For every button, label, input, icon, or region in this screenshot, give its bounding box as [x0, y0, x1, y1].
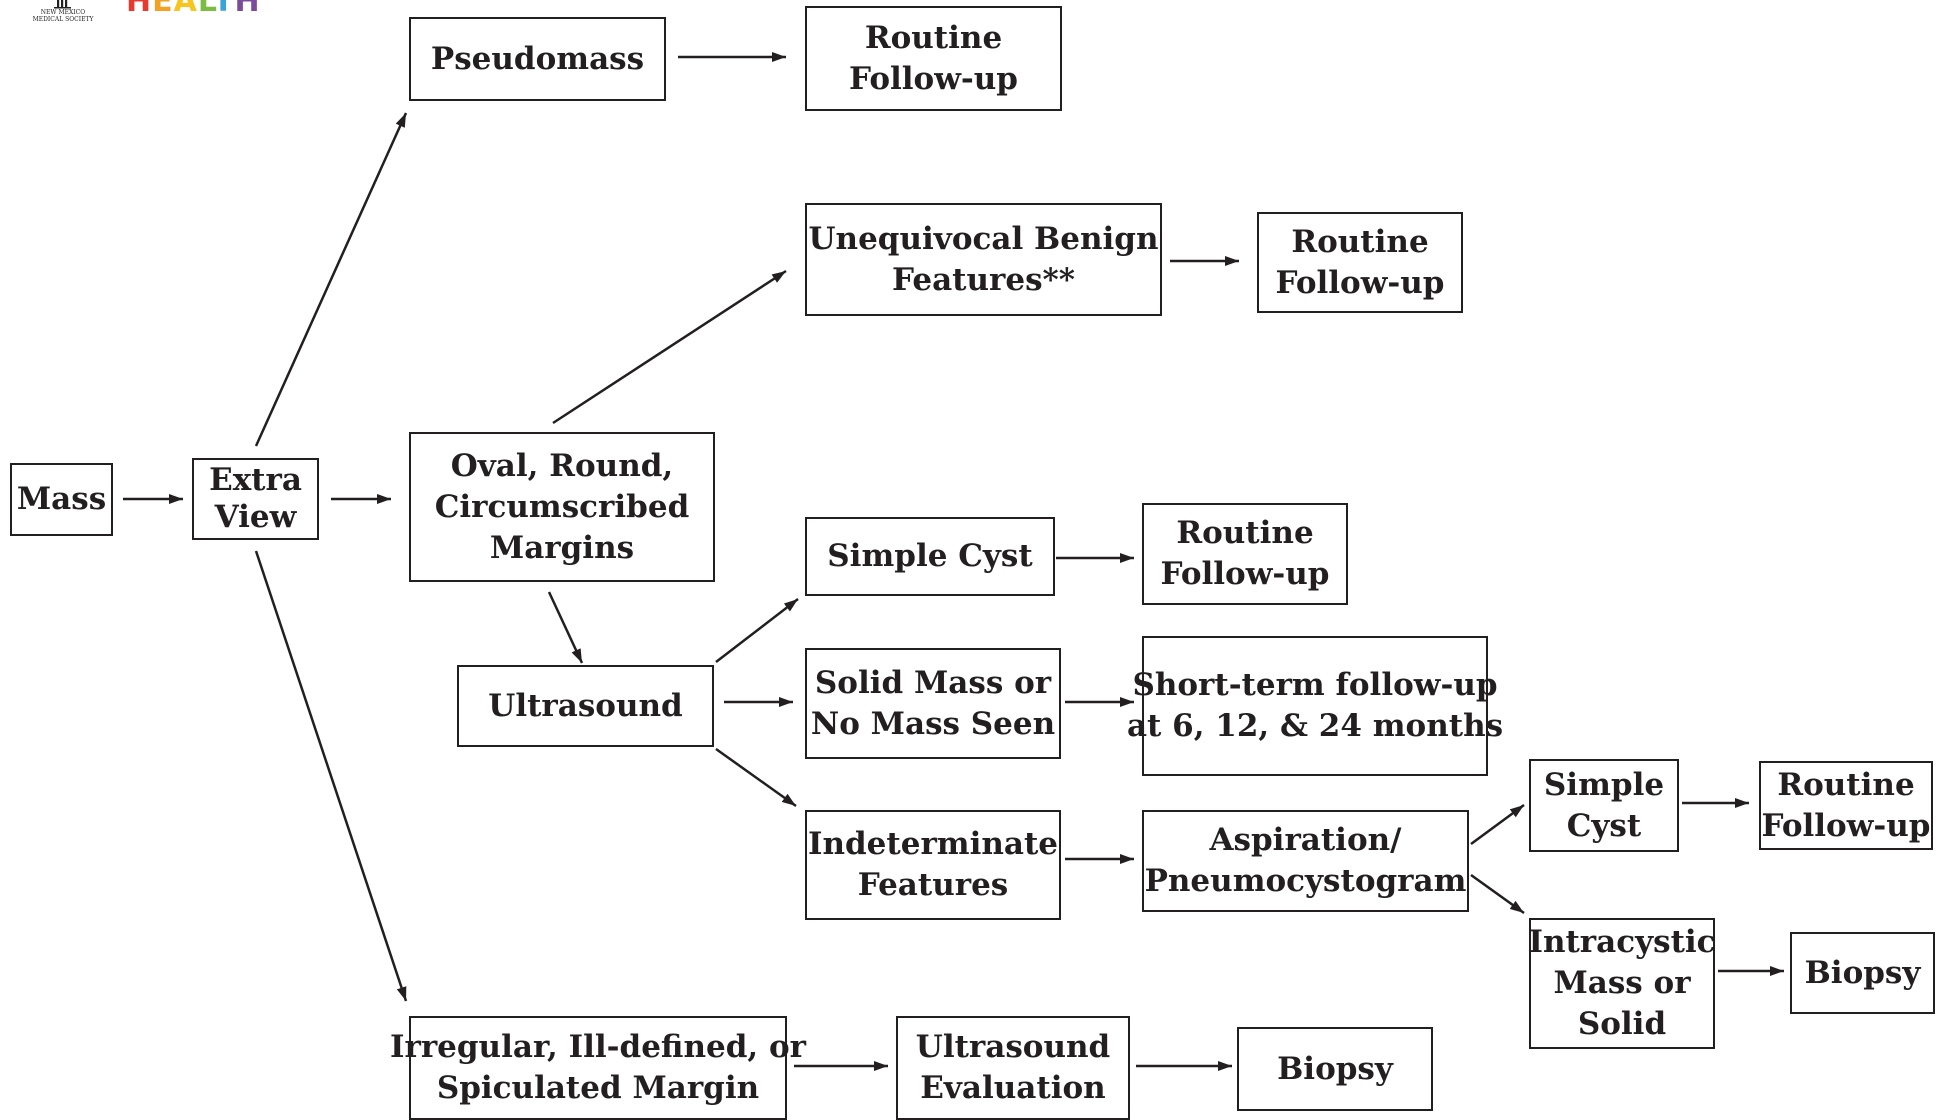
node-oval-line: Margins	[489, 529, 635, 566]
node-irregular-line: Spiculated Margin	[436, 1070, 760, 1106]
node-pseudomass-label: Pseudomass	[430, 40, 645, 77]
node-routine-line: Follow-up	[1160, 556, 1330, 592]
node-us-eval-line: Evaluation	[920, 1070, 1106, 1106]
node-biopsy-1: Biopsy	[1790, 932, 1935, 1014]
node-routine-line: Follow-up	[1761, 807, 1931, 844]
node-oval-line: Oval, Round,	[450, 447, 674, 484]
node-mass-label: Mass	[16, 481, 107, 517]
medical-society-logo: NEW MEXICO MEDICAL SOCIETY	[28, 0, 98, 26]
node-routine-follow-up-4: Routine Follow-up	[1759, 761, 1933, 850]
health-letter: L	[197, 0, 213, 19]
node-simple-cyst: Simple Cyst	[805, 517, 1055, 596]
node-intracystic-mass-or-solid: Intracystic Mass or Solid	[1528, 918, 1716, 1049]
arrow-aspiration-to-intracystic	[1470, 873, 1525, 915]
node-short-term-line: at 6, 12, & 24 months	[1126, 708, 1504, 744]
node-biopsy-label: Biopsy	[1804, 954, 1921, 991]
health-letter: H	[234, 0, 261, 19]
node-oval-round-circumscribed: Oval, Round, Circumscribed Margins	[409, 432, 715, 582]
node-short-term-follow-up: Short-term follow-up at 6, 12, & 24 mont…	[1127, 636, 1503, 776]
node-ultrasound-evaluation: Ultrasound Evaluation	[896, 1016, 1130, 1120]
node-mass: Mass	[10, 463, 113, 536]
node-intracystic-line: Solid	[1577, 1006, 1667, 1042]
node-routine-line: Routine	[1176, 515, 1314, 551]
node-irregular-line: Irregular, Ill-defined, or	[389, 1029, 807, 1065]
node-routine-follow-up-1: Routine Follow-up	[805, 6, 1062, 111]
health-letter: T	[212, 0, 235, 19]
node-indeterminate-line: Indeterminate	[807, 826, 1059, 862]
node-intracystic-line: Intracystic	[1528, 924, 1716, 960]
arrow-oval-to-ultrasound	[547, 591, 584, 664]
arrow-extra-view-to-irregular	[254, 550, 408, 1002]
node-aspiration-line: Pneumocystogram	[1144, 863, 1467, 899]
health-letter: A	[173, 0, 198, 19]
building-icon	[54, 0, 71, 9]
node-routine-follow-up-3: Routine Follow-up	[1142, 503, 1348, 605]
node-unequivocal-line: Unequivocal Benign	[808, 220, 1159, 257]
node-pseudomass: Pseudomass	[409, 17, 666, 101]
node-short-term-line: Short-term follow-up	[1132, 667, 1498, 703]
node-simple-cyst-label: Simple Cyst	[827, 538, 1033, 574]
node-extra-view-line: Extra	[209, 462, 302, 498]
arrow-aspiration-to-simple-cyst	[1470, 803, 1525, 846]
node-ultrasound: Ultrasound	[457, 665, 714, 747]
node-extra-view: Extra View	[192, 458, 319, 540]
node-aspiration-line: Aspiration/	[1209, 822, 1402, 858]
node-simple-cyst-2-line: Cyst	[1566, 807, 1642, 844]
node-simple-cyst-2-line: Simple	[1543, 766, 1665, 803]
node-routine-line: Follow-up	[849, 60, 1018, 97]
node-routine-follow-up-2: Routine Follow-up	[1257, 212, 1463, 313]
node-aspiration-pneumocystogram: Aspiration/ Pneumocystogram	[1142, 810, 1469, 912]
arrow-ultrasound-to-indeterminate	[715, 747, 797, 808]
node-solid-mass-or-no-mass: Solid Mass or No Mass Seen	[805, 648, 1061, 759]
node-routine-line: Follow-up	[1275, 264, 1445, 301]
node-intracystic-line: Mass or	[1553, 965, 1691, 1001]
node-indeterminate-line: Features	[857, 867, 1009, 903]
society-name-line2: MEDICAL SOCIETY	[32, 16, 94, 23]
node-ultrasound-label: Ultrasound	[488, 687, 683, 724]
node-unequivocal-benign: Unequivocal Benign Features**	[805, 203, 1162, 316]
health-letter: E	[152, 0, 174, 19]
arrow-ultrasound-to-simple-cyst	[715, 598, 799, 663]
health-logo: HEALTH	[126, 0, 261, 18]
node-extra-view-line: View	[214, 499, 297, 535]
node-oval-line: Circumscribed	[434, 488, 690, 525]
node-biopsy-label: Biopsy	[1277, 1050, 1393, 1087]
node-simple-cyst-2: Simple Cyst	[1529, 759, 1679, 852]
arrow-oval-to-unequivocal	[552, 269, 787, 425]
node-indeterminate-features: Indeterminate Features	[805, 810, 1061, 920]
node-solid-mass-line: No Mass Seen	[810, 705, 1056, 742]
arrow-extra-view-to-pseudomass	[254, 112, 408, 447]
node-solid-mass-line: Solid Mass or	[814, 664, 1052, 701]
society-name-line1: NEW MEXICO	[40, 9, 86, 16]
node-irregular-margin: Irregular, Ill-defined, or Spiculated Ma…	[390, 1016, 806, 1120]
health-letter: H	[126, 0, 153, 19]
node-us-eval-line: Ultrasound	[915, 1029, 1111, 1065]
node-routine-line: Routine	[1291, 223, 1429, 260]
node-routine-line: Routine	[1777, 766, 1915, 803]
node-biopsy-2: Biopsy	[1237, 1027, 1433, 1111]
node-routine-line: Routine	[864, 19, 1003, 56]
node-unequivocal-line: Features**	[892, 261, 1075, 298]
